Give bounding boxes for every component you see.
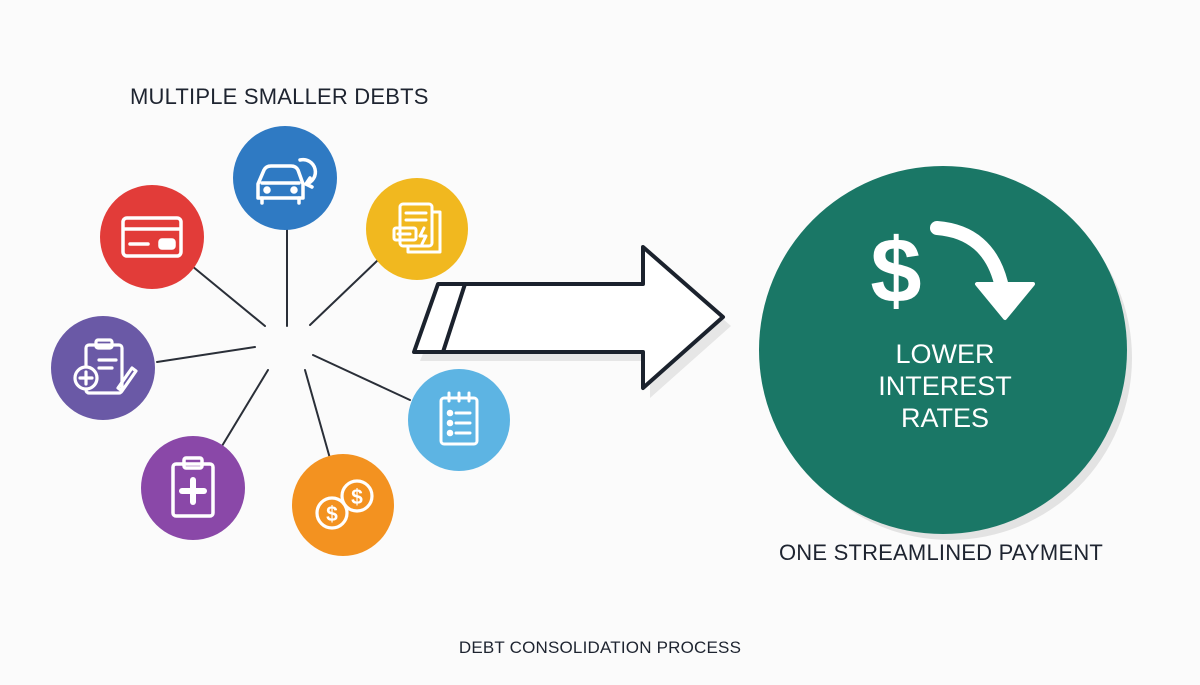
debt-healthcare — [141, 436, 245, 540]
connector-line — [304, 369, 332, 463]
consolidation-arrow — [412, 245, 725, 390]
connector-line — [312, 354, 411, 401]
benefit-line: LOWER — [895, 339, 995, 369]
medical-clipboard-icon — [73, 338, 138, 395]
debt-circle — [233, 126, 337, 230]
connector-line — [309, 259, 379, 326]
connector-lines — [156, 227, 411, 463]
coin-dollar-sign: $ — [326, 503, 338, 526]
car-loan-icon — [256, 157, 318, 205]
checklist-icon — [439, 391, 479, 446]
payment-circle — [759, 166, 1127, 534]
document-bills-icon — [392, 202, 442, 254]
debt-car-loan — [233, 126, 337, 230]
debt-cash: $ $ — [292, 454, 394, 556]
coins-icon — [315, 479, 374, 530]
benefit-line: RATES — [900, 403, 989, 433]
coin-dollar-sign: $ — [351, 486, 363, 509]
left-title: MULTIPLE SMALLER DEBTS — [130, 84, 429, 109]
connector-line — [156, 346, 256, 363]
payment-benefit-text: LOWER INTEREST RATES — [820, 338, 1070, 434]
connector-line — [191, 265, 266, 327]
benefit-line: INTEREST — [878, 371, 1012, 401]
debt-credit-card — [100, 185, 204, 289]
credit-card-icon — [121, 216, 183, 258]
debt-medical-bill — [51, 316, 155, 420]
right-title: ONE STREAMLINED PAYMENT — [779, 540, 1104, 565]
debt-circle — [408, 369, 510, 471]
debt-bills — [366, 178, 468, 280]
debt-circle — [100, 185, 204, 289]
curved-down-arrow-icon — [930, 221, 1035, 320]
debt-statement — [408, 369, 510, 471]
connector-line — [221, 369, 269, 447]
dollar-sign: $ — [870, 220, 921, 322]
health-clipboard-icon — [171, 456, 215, 518]
footer-caption: DEBT CONSOLIDATION PROCESS — [458, 638, 742, 657]
